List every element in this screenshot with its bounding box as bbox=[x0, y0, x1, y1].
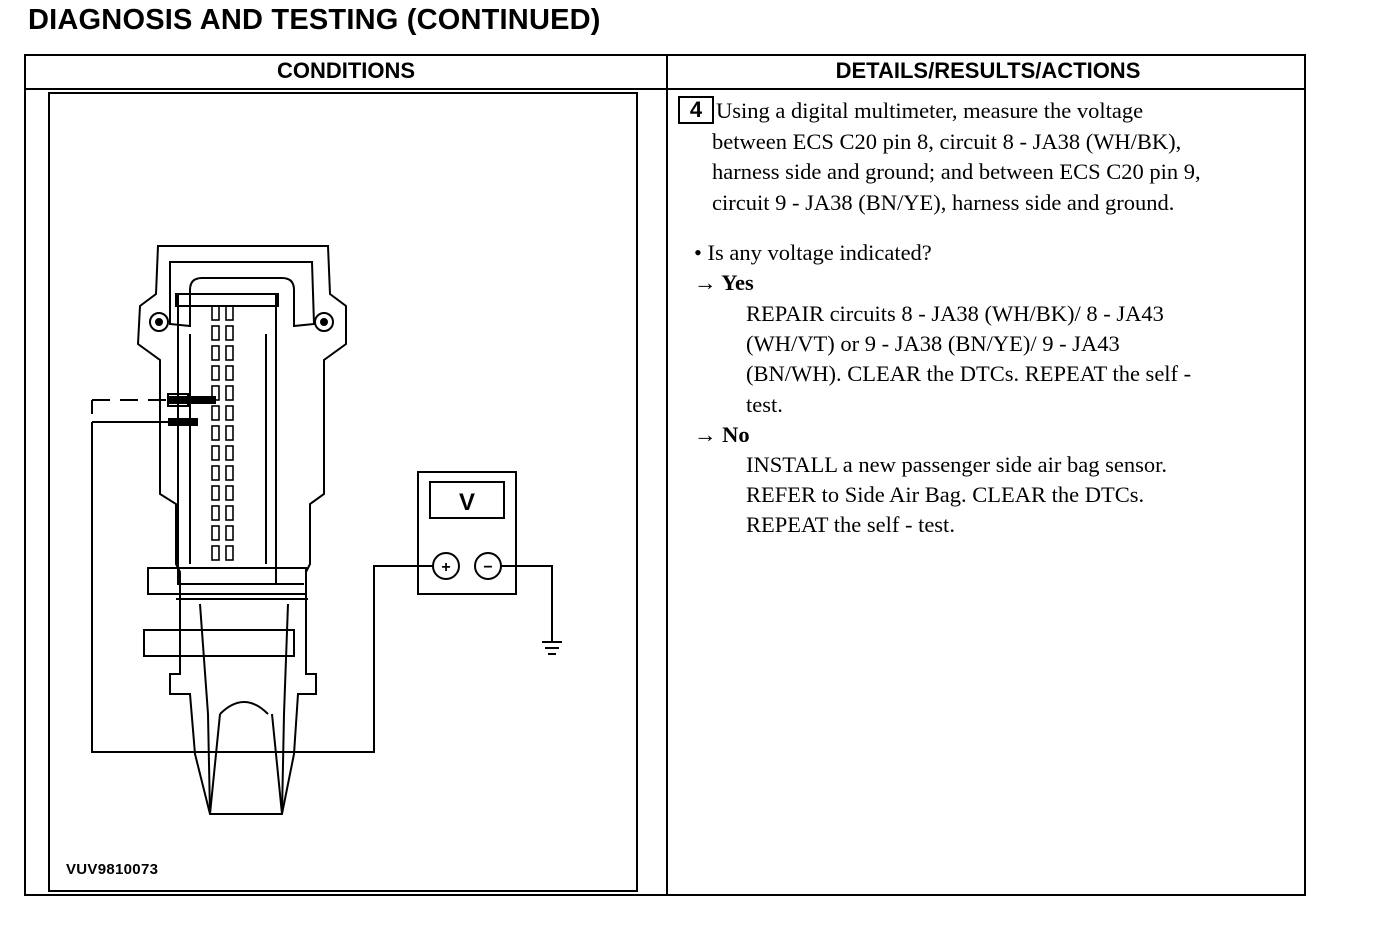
conditions-header: CONDITIONS bbox=[276, 58, 416, 83]
diagnosis-table: CONDITIONS DETAILS/RESULTS/ACTIONS bbox=[24, 54, 1306, 896]
yes-action-line: REPAIR circuits 8 - JA38 (WH/BK)/ 8 - JA… bbox=[746, 301, 1164, 326]
instruction-line: circuit 9 - JA38 (BN/YE), harness side a… bbox=[712, 190, 1175, 215]
no-action-line: INSTALL a new passenger side air bag sen… bbox=[746, 452, 1167, 477]
connector-diagram: V + − VUV9810073 bbox=[48, 92, 638, 892]
yes-action-line: test. bbox=[746, 392, 783, 417]
instruction-line: between ECS C20 pin 8, circuit 8 - JA38 … bbox=[712, 129, 1182, 154]
no-label: → No bbox=[694, 422, 750, 447]
step-number: 4 bbox=[678, 96, 714, 124]
minus-terminal-label: − bbox=[483, 559, 492, 576]
test-leads bbox=[91, 422, 562, 753]
instruction-line: Using a digital multimeter, measure the … bbox=[716, 98, 1144, 123]
no-action-line: REPEAT the self - test. bbox=[746, 512, 955, 537]
meter-display-label: V bbox=[459, 489, 475, 516]
no-action-line: REFER to Side Air Bag. CLEAR the DTCs. bbox=[746, 482, 1145, 507]
column-divider bbox=[666, 56, 668, 894]
diagram-drawing: V + − bbox=[91, 245, 562, 815]
instruction-line: harness side and ground; and between ECS… bbox=[712, 159, 1201, 184]
pin-grid bbox=[211, 305, 234, 561]
figure-id: VUV9810073 bbox=[66, 861, 159, 878]
page-title: DIAGNOSIS AND TESTING (CONTINUED) bbox=[28, 4, 601, 36]
yes-action-line: (WH/VT) or 9 - JA38 (BN/YE)/ 9 - JA43 bbox=[746, 331, 1120, 356]
yes-action-line: (BN/WH). CLEAR the DTCs. REPEAT the self… bbox=[746, 361, 1192, 386]
test-probes bbox=[91, 396, 216, 426]
details-header: DETAILS/RESULTS/ACTIONS bbox=[835, 58, 1141, 83]
question: • Is any voltage indicated? bbox=[694, 240, 932, 265]
header-divider bbox=[26, 88, 1304, 90]
yes-label: → Yes bbox=[694, 270, 754, 295]
plus-terminal-label: + bbox=[441, 559, 450, 576]
multimeter bbox=[417, 471, 517, 595]
connector-body bbox=[136, 245, 347, 815]
